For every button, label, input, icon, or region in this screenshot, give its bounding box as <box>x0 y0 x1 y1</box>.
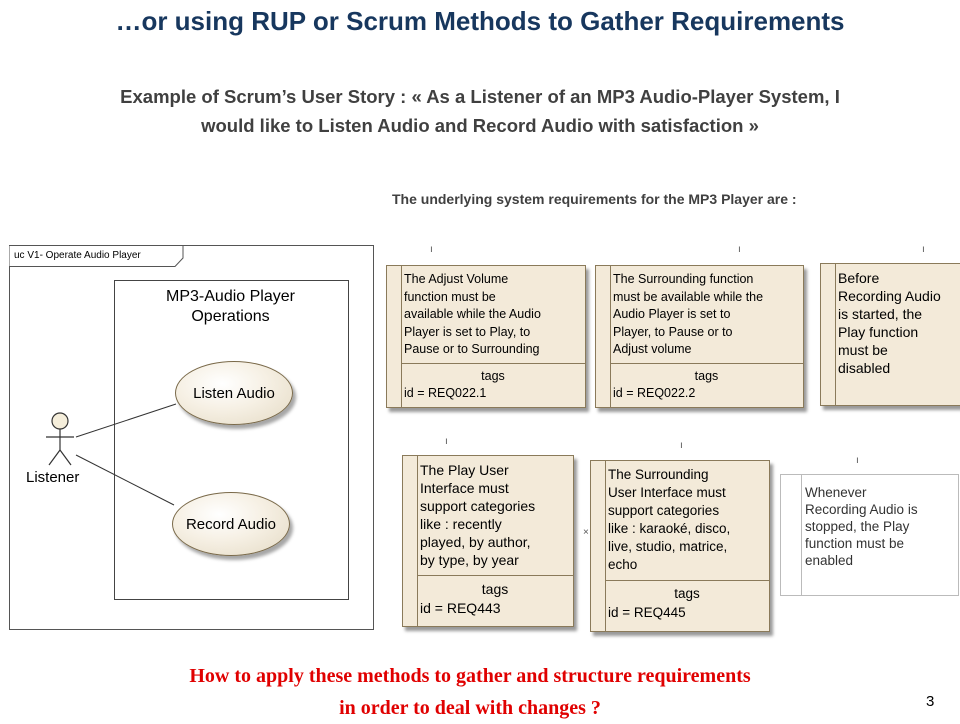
requirement-text-line: Adjust volume <box>613 342 692 356</box>
requirement-text-line: is started, the <box>838 306 923 322</box>
requirement-text-line: live, studio, matrice, <box>608 539 728 554</box>
user-story-line-1: Example of Scrum’s User Story : « As a L… <box>120 86 840 107</box>
system-boundary-label: MP3-Audio Player Operations <box>114 287 347 327</box>
requirement-text-line: Recording Audio <box>838 288 941 304</box>
requirement-id: id = REQ443 <box>420 600 501 616</box>
requirement-text-line: support categories <box>608 503 720 518</box>
requirement-text-line: like : recently <box>420 516 502 532</box>
usecase-listen-audio: Listen Audio <box>175 361 293 425</box>
requirement-tags-label: tags <box>674 586 700 601</box>
page-number: 3 <box>926 693 935 710</box>
association-record <box>75 454 175 506</box>
requirement-id: id = REQ022.1 <box>404 386 487 400</box>
requirement-text-line: support categories <box>420 498 536 514</box>
requirement-text-line: Player is set to Play, to <box>404 324 531 339</box>
requirement-text-line: Whenever <box>805 485 867 500</box>
system-label-line-1: MP3-Audio Player <box>166 288 295 305</box>
closing-question: How to apply these methods to gather and… <box>0 660 940 724</box>
requirement-text-line: stopped, the Play <box>805 519 910 534</box>
system-label-line-2: Operations <box>191 308 270 325</box>
requirement-text-line: Player, to Pause or to <box>613 324 733 339</box>
requirement-id: id = REQ022.2 <box>613 386 696 400</box>
usecase-record-label: Record Audio <box>185 515 277 533</box>
slide-title: …or using RUP or Scrum Methods to Gather… <box>115 6 845 36</box>
tick-mark: ı <box>856 455 859 466</box>
requirement-text-line: Before <box>838 270 880 286</box>
requirement-text-line: The Play User <box>420 462 509 478</box>
user-story-line-2: would like to Listen Audio and Record Au… <box>201 115 759 136</box>
tick-mark: ı <box>738 244 741 255</box>
requirement-tags-label: tags <box>481 581 509 597</box>
usecase-record-audio: Record Audio <box>172 492 290 556</box>
requirement-text-line: by type, by year <box>420 552 519 568</box>
requirement-text-line: must be <box>838 342 888 358</box>
requirement-box-6: Whenever Recording Audio is stopped, the… <box>780 474 959 596</box>
requirement-text-line: The Surrounding <box>608 467 709 482</box>
actor-icon <box>46 412 74 466</box>
requirement-text-line: The Surrounding function <box>613 272 754 286</box>
requirement-text-line: echo <box>608 557 638 572</box>
requirement-text-line: function must be <box>404 289 496 304</box>
requirement-text-line: The Adjust Volume <box>404 272 509 286</box>
requirement-text-line: enabled <box>805 553 854 568</box>
requirement-text-line: Recording Audio is <box>805 502 918 517</box>
tick-mark: × <box>583 527 589 538</box>
requirement-box-2: The Surrounding function must be availab… <box>595 265 804 408</box>
requirement-text-line: must be available while the <box>613 289 764 304</box>
requirement-text-line: Play function <box>838 324 919 340</box>
closing-question-line-1: How to apply these methods to gather and… <box>189 665 751 687</box>
requirements-heading: The underlying system requirements for t… <box>392 191 797 207</box>
requirement-tags-label: tags <box>481 369 505 383</box>
actor-label: Listener <box>26 469 80 486</box>
requirement-text-line: Pause or to Surrounding <box>404 342 540 356</box>
tick-mark: ı <box>445 436 448 447</box>
requirement-text-line: Audio Player is set to <box>613 307 731 321</box>
requirement-text-line: Interface must <box>420 480 509 496</box>
requirement-id: id = REQ445 <box>608 605 686 620</box>
tick-mark: ı <box>430 244 433 255</box>
usecase-listen-label: Listen Audio <box>193 384 275 402</box>
tick-mark: ı <box>922 244 925 255</box>
actor-associations <box>46 403 177 506</box>
requirement-tags-label: tags <box>694 369 719 383</box>
requirement-box-5: The Surrounding User Interface must supp… <box>590 460 770 632</box>
requirement-text-line: available while the Audio <box>404 307 541 321</box>
uml-frame-label: uc V1- Operate Audio Player <box>14 250 141 261</box>
requirement-box-1: The Adjust Volume function must be avail… <box>386 265 586 408</box>
uml-frame-tab: uc V1- Operate Audio Player <box>9 245 184 267</box>
requirement-text-line: function must be <box>805 536 905 551</box>
requirement-text-line: like : karaoké, disco, <box>608 521 731 536</box>
user-story: Example of Scrum’s User Story : « As a L… <box>20 82 940 140</box>
requirement-text-line: User Interface must <box>608 485 726 500</box>
requirement-text-line: played, by author, <box>420 534 531 550</box>
tick-mark: ı <box>680 440 683 451</box>
requirement-text-line: disabled <box>838 360 891 376</box>
requirement-box-4: The Play User Interface must support cat… <box>402 455 574 627</box>
association-listen <box>75 403 177 438</box>
requirement-box-3: Before Recording Audio is started, the P… <box>820 263 960 406</box>
closing-question-line-2: in order to deal with changes ? <box>339 697 601 719</box>
